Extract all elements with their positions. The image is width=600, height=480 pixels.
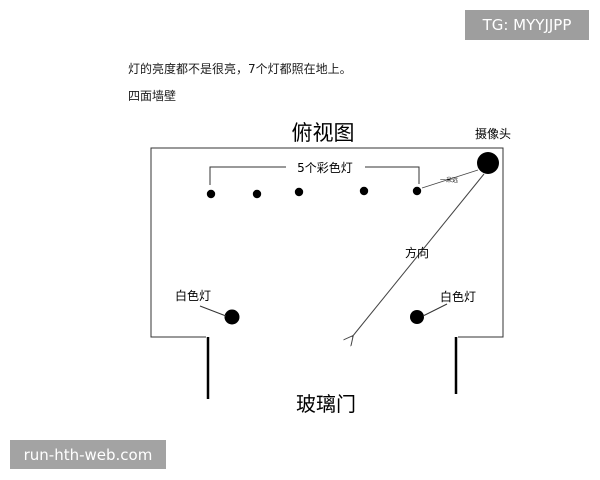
note-line-brightness: 灯的亮度都不是很亮，7个灯都照在地上。 xyxy=(128,62,352,76)
camera-label: 摄像头 xyxy=(475,126,511,141)
white-light-right-label: 白色灯 xyxy=(440,289,476,304)
white-light-left-pointer xyxy=(199,305,227,317)
door-label: 玻璃门 xyxy=(296,392,356,416)
color-light xyxy=(412,186,422,196)
color-lights-bracket xyxy=(209,166,420,185)
direction-label: 方向 xyxy=(405,245,429,260)
direction-arrow xyxy=(352,173,485,337)
color-lights-label: 5个彩色灯 xyxy=(297,161,353,175)
white-light-left-label: 白色灯 xyxy=(175,288,211,303)
color-light xyxy=(252,189,262,199)
camera-dot xyxy=(477,152,499,174)
color-light xyxy=(294,187,304,197)
color-light xyxy=(359,186,369,196)
watermark-tg: TG: MYYJJPP xyxy=(465,10,589,40)
distance-label: 一米远 xyxy=(440,176,458,184)
color-light xyxy=(206,189,216,199)
distance-line xyxy=(421,169,479,189)
white-light-left xyxy=(224,309,240,325)
diagram-title: 俯视图 xyxy=(292,121,355,145)
white-light-right-pointer xyxy=(422,303,448,317)
white-light-right xyxy=(410,310,424,324)
room-walls xyxy=(150,147,504,338)
watermark-site: run-hth-web.com xyxy=(10,440,166,469)
note-line-walls: 四面墙壁 xyxy=(128,89,177,103)
